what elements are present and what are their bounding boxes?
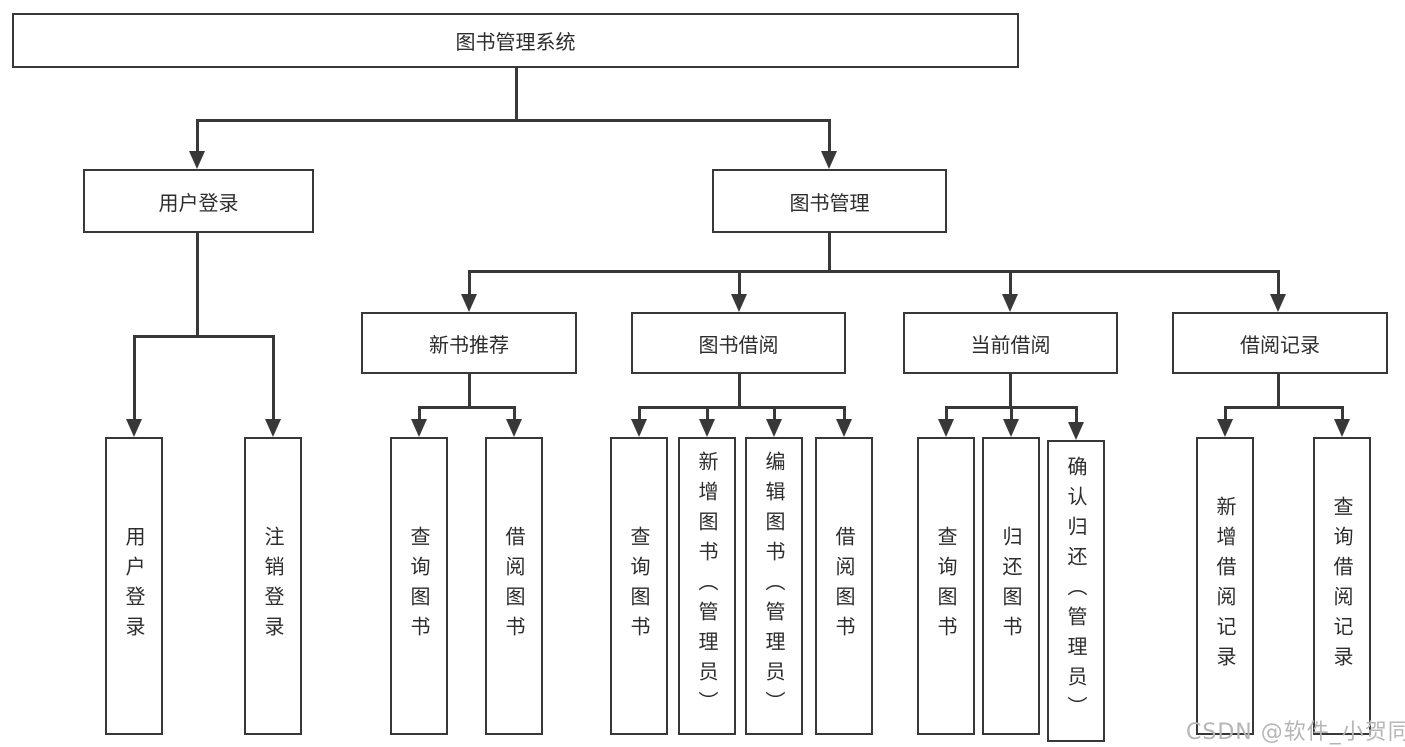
leaf-newbook-query-books: 查询图书 bbox=[390, 437, 448, 735]
connector-line bbox=[468, 270, 471, 294]
node-label: 用户登录 bbox=[158, 190, 239, 215]
connector-line bbox=[738, 374, 741, 408]
connector-line bbox=[133, 335, 136, 419]
arrow-down-icon bbox=[1270, 294, 1286, 312]
node-label: 用户登录 bbox=[122, 526, 146, 646]
arrow-down-icon bbox=[631, 419, 647, 437]
connector-line bbox=[828, 233, 831, 270]
arrow-down-icon bbox=[699, 419, 715, 437]
connector-line bbox=[418, 406, 421, 419]
node-label: 借阅图书 bbox=[502, 526, 526, 646]
arrow-down-icon bbox=[766, 419, 782, 437]
connector-line bbox=[418, 406, 516, 409]
connector-line bbox=[1010, 406, 1013, 419]
arrow-down-icon bbox=[836, 419, 852, 437]
arrow-down-icon bbox=[265, 419, 281, 437]
node-label: 确认归还（管理员） bbox=[1064, 456, 1088, 726]
arrow-down-icon bbox=[189, 151, 205, 169]
connector-line bbox=[638, 406, 845, 409]
connector-line bbox=[1009, 270, 1012, 294]
arrow-down-icon bbox=[411, 419, 427, 437]
node-label: 查询图书 bbox=[627, 526, 651, 646]
connector-line bbox=[638, 406, 641, 419]
connector-line bbox=[1341, 406, 1344, 419]
node-label: 注销登录 bbox=[261, 526, 285, 646]
connector-line bbox=[468, 270, 1280, 273]
leaf-logout: 注销登录 bbox=[244, 437, 302, 735]
node-label: 新增借阅记录 bbox=[1213, 496, 1237, 676]
arrow-down-icon bbox=[821, 151, 837, 169]
connector-line bbox=[828, 119, 831, 152]
arrow-down-icon bbox=[1217, 419, 1233, 437]
node-root-library-system: 图书管理系统 bbox=[12, 13, 1019, 68]
connector-line bbox=[1277, 374, 1280, 408]
arrow-down-icon bbox=[1002, 294, 1018, 312]
leaf-borrowing-add-books-admin: 新增图书（管理员） bbox=[678, 437, 736, 735]
node-label: 借阅记录 bbox=[1240, 332, 1320, 357]
node-borrow-records: 借阅记录 bbox=[1172, 312, 1388, 374]
node-label: 查询图书 bbox=[407, 526, 431, 646]
arrow-down-icon bbox=[731, 294, 747, 312]
node-label: 当前借阅 bbox=[970, 332, 1051, 357]
node-label: 借阅图书 bbox=[832, 526, 856, 646]
connector-line bbox=[1075, 406, 1078, 422]
leaf-records-query-record: 查询借阅记录 bbox=[1313, 437, 1371, 735]
connector-line bbox=[513, 406, 516, 419]
connector-line bbox=[196, 233, 199, 335]
connector-line bbox=[1009, 374, 1012, 408]
leaf-user-login: 用户登录 bbox=[105, 437, 163, 735]
leaf-borrowing-borrow-books: 借阅图书 bbox=[815, 437, 873, 735]
node-label: 图书管理 bbox=[789, 190, 870, 215]
node-book-borrowing: 图书借阅 bbox=[631, 312, 846, 374]
connector-line bbox=[133, 335, 275, 338]
node-label: 新书推荐 bbox=[429, 332, 509, 357]
connector-line bbox=[1224, 406, 1227, 419]
node-label: 图书借阅 bbox=[698, 332, 779, 357]
connector-line bbox=[706, 406, 709, 419]
leaf-newbook-borrow-books: 借阅图书 bbox=[485, 437, 543, 735]
connector-line bbox=[843, 406, 846, 419]
connector-line bbox=[738, 270, 741, 294]
leaf-current-confirm-return-admin: 确认归还（管理员） bbox=[1047, 440, 1105, 742]
arrow-down-icon bbox=[1003, 419, 1019, 437]
csdn-watermark: CSDN @软件_小贺同学 bbox=[1186, 720, 1405, 745]
leaf-borrowing-edit-books-admin: 编辑图书（管理员） bbox=[745, 437, 803, 735]
connector-line bbox=[1277, 270, 1280, 294]
node-label: 归还图书 bbox=[999, 526, 1023, 646]
connector-line bbox=[773, 406, 776, 419]
arrow-down-icon bbox=[126, 419, 142, 437]
leaf-current-query-books: 查询图书 bbox=[917, 437, 975, 735]
arrow-down-icon bbox=[938, 419, 954, 437]
node-label: 查询图书 bbox=[934, 526, 958, 646]
arrow-down-icon bbox=[506, 419, 522, 437]
arrow-down-icon bbox=[1334, 419, 1350, 437]
arrow-down-icon bbox=[461, 294, 477, 312]
connector-line bbox=[1224, 406, 1344, 409]
arrow-down-icon bbox=[1068, 422, 1084, 440]
connector-line bbox=[468, 374, 471, 408]
leaf-records-add-record: 新增借阅记录 bbox=[1196, 437, 1254, 735]
connector-line bbox=[945, 406, 948, 419]
node-current-borrowing: 当前借阅 bbox=[903, 312, 1118, 374]
connector-line bbox=[196, 119, 830, 122]
node-user-login: 用户登录 bbox=[83, 169, 314, 233]
node-book-management: 图书管理 bbox=[712, 169, 947, 233]
connector-line bbox=[515, 68, 518, 121]
node-label: 图书管理系统 bbox=[455, 30, 576, 54]
connector-line bbox=[196, 119, 199, 152]
node-new-book-recommend: 新书推荐 bbox=[361, 312, 577, 374]
leaf-current-return-books: 归还图书 bbox=[982, 437, 1040, 735]
node-label: 查询借阅记录 bbox=[1330, 496, 1354, 676]
leaf-borrowing-query-books: 查询图书 bbox=[610, 437, 668, 735]
node-label: 新增图书（管理员） bbox=[695, 451, 719, 721]
node-label: 编辑图书（管理员） bbox=[762, 451, 786, 721]
connector-line bbox=[272, 335, 275, 419]
